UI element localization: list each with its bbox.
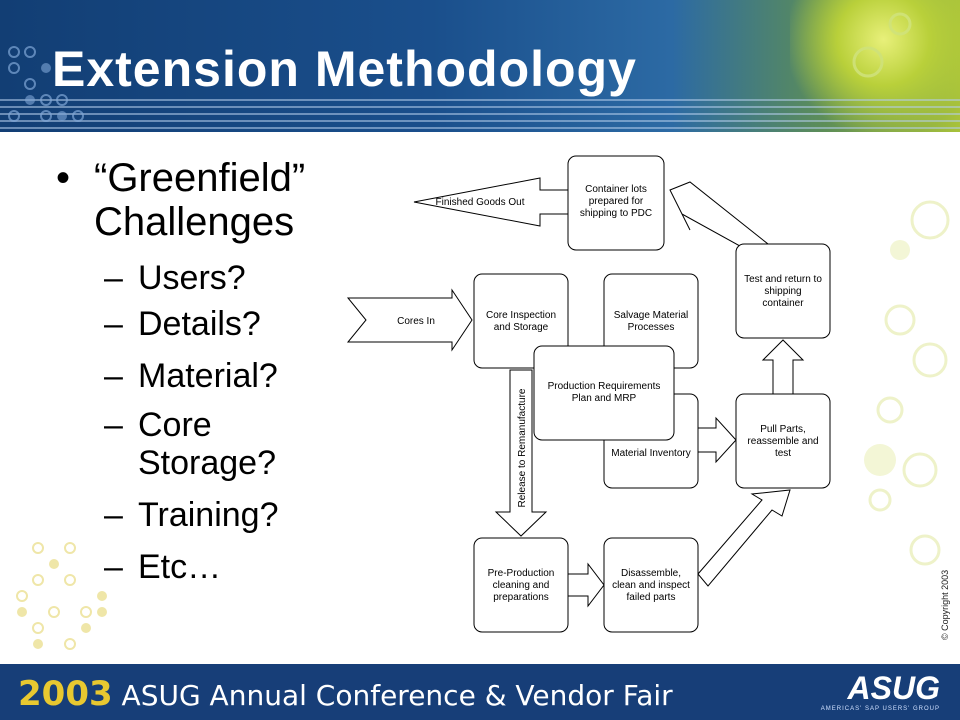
footer-year: 2003 (18, 674, 113, 714)
sub-text: Etc… (138, 548, 222, 586)
asug-tagline: AMERICAS' SAP USERS' GROUP (820, 706, 940, 712)
container-lots-line1: Container lots (585, 184, 647, 195)
material-inventory-label: Material Inventory (611, 448, 690, 459)
release-arrow (494, 369, 548, 537)
to-disassemble-arrow (567, 562, 605, 608)
pre-production-line2: cleaning and (493, 580, 550, 591)
sub-text: Details? (138, 305, 261, 343)
sub-dash: – (104, 406, 123, 444)
test-return-line2: shipping (764, 286, 801, 297)
production-req-line1: Production Requirements (548, 381, 661, 392)
asug-logo: ASUG (847, 670, 940, 706)
core-inspection-line1: Core Inspection (486, 310, 556, 321)
cores-in-label: Cores In (397, 316, 435, 327)
disassemble-line3: failed parts (627, 592, 676, 603)
sub-dash: – (104, 259, 123, 297)
test-return-line3: container (762, 298, 804, 309)
pull-parts-line3: test (775, 448, 791, 459)
pull-parts-line1: Pull Parts, (760, 424, 806, 435)
pull-parts-box (735, 393, 831, 489)
disassemble-box (603, 537, 699, 633)
sub-dash: – (104, 357, 123, 395)
sub-text: Training? (138, 496, 279, 534)
slide-footer: 2003 ASUG Annual Conference & Vendor Fai… (0, 664, 960, 720)
sub-dash: – (104, 496, 123, 534)
finished-goods-label: Finished Goods Out (436, 197, 525, 208)
sub-text: Core Storage? (138, 406, 276, 482)
bullet-marker: • (56, 156, 71, 200)
header-stripes (0, 94, 960, 132)
pre-production-line1: Pre-Production (488, 568, 555, 579)
container-lots-box (567, 155, 665, 251)
sub-dash: – (104, 305, 123, 343)
pre-production-box (473, 537, 569, 633)
container-lots-line2: prepared for (589, 196, 644, 207)
slide-header: Extension Methodology (0, 0, 960, 132)
pre-production-line3: preparations (493, 592, 549, 603)
up-arrow (761, 339, 805, 395)
bullet-text: “Greenfield” Challenges (94, 156, 306, 244)
copyright-notice: © Copyright 2003 (940, 569, 950, 640)
sub-dash: – (104, 548, 123, 586)
core-inspection-box (473, 273, 569, 369)
disassemble-line1: Disassemble, (621, 568, 681, 579)
footer-event: ASUG Annual Conference & Vendor Fair (112, 679, 673, 712)
footer-event-title: 2003 ASUG Annual Conference & Vendor Fai… (18, 674, 673, 714)
diagonal-arrow (697, 489, 791, 587)
production-req-line2: Plan and MRP (572, 393, 637, 404)
test-return-line1: Test and return to (744, 274, 822, 285)
salvage-line2: Processes (628, 322, 675, 333)
to-pull-arrow (697, 416, 737, 464)
disassemble-line2: clean and inspect (612, 580, 690, 591)
pull-parts-line2: reassemble and (747, 436, 818, 447)
container-lots-line3: shipping to PDC (580, 208, 652, 219)
cores-in-arrow (346, 288, 473, 352)
production-req-box (533, 345, 675, 441)
core-inspection-line2: and Storage (494, 322, 549, 333)
release-label: Release to Remanufacture (517, 388, 528, 507)
test-return-box (735, 243, 831, 339)
slide-title: Extension Methodology (52, 41, 637, 97)
finished-goods-arrow (413, 177, 569, 227)
header-dots (8, 12, 912, 122)
salvage-line1: Salvage Material (614, 310, 688, 321)
sub-text: Users? (138, 259, 246, 297)
sub-text: Material? (138, 357, 278, 395)
